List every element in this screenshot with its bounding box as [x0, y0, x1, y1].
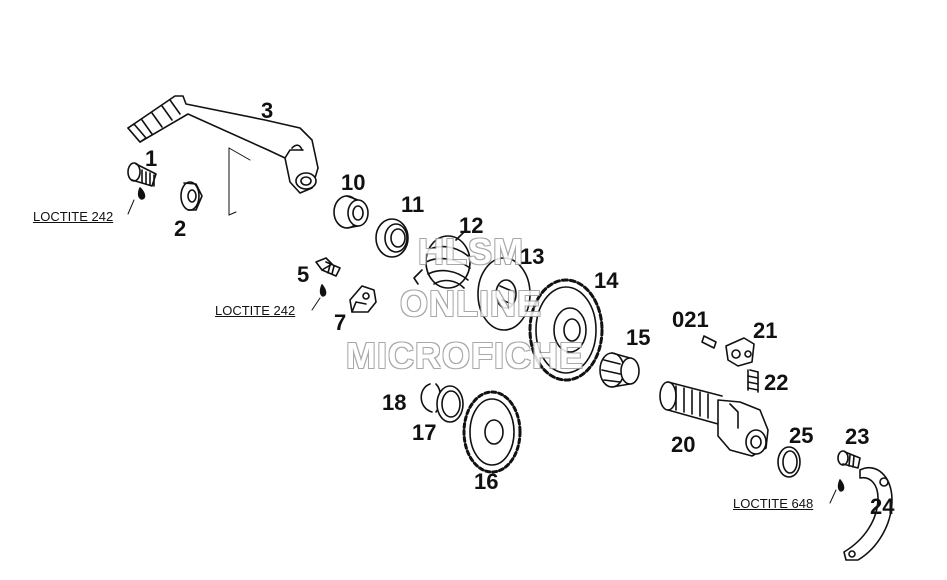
part-label-11: 11 [401, 192, 425, 217]
part-label-20: 20 [671, 432, 696, 457]
bolt-5-drawing [315, 257, 341, 297]
part-label-5: 5 [297, 262, 310, 287]
alignment-lines [228, 147, 251, 216]
part-label-12: 12 [459, 213, 484, 238]
part-label-23: 23 [845, 424, 870, 449]
gear-16-drawing [462, 390, 522, 474]
part-label-21: 21 [753, 318, 778, 343]
ratchet-21-drawing [725, 337, 755, 367]
part-label-3: 3 [261, 98, 274, 123]
part-label-13: 13 [520, 244, 545, 269]
watermark-line2: ONLINE [400, 283, 543, 324]
kickstart-lever-drawing [127, 95, 319, 194]
watermark-line3: MICROFICHE [346, 335, 584, 376]
needle-bearing-15-drawing [599, 352, 640, 388]
part-label-021: 021 [672, 307, 709, 332]
part-label-1: 1 [145, 146, 158, 171]
part-label-15: 15 [626, 325, 651, 350]
bolt-1-drawing [127, 162, 157, 200]
disc-13-drawing [477, 257, 531, 331]
bracket-7-drawing [349, 285, 377, 313]
loctite-note-5: LOCTITE 242 [215, 303, 296, 318]
part-label-17: 17 [412, 420, 437, 445]
kickstart-shaft-20-drawing [659, 381, 769, 457]
loctite-note-23: LOCTITE 648 [733, 496, 814, 511]
bearing-10-drawing [333, 195, 369, 229]
part-label-14: 14 [594, 268, 619, 293]
leader-lines [127, 199, 837, 504]
watermark-line1: HLSM [418, 231, 524, 272]
loctite-note-1: LOCTITE 242 [33, 209, 114, 224]
spring-12-drawing [413, 231, 471, 289]
part-label-18: 18 [382, 390, 407, 415]
part-label-2: 2 [174, 216, 187, 241]
spring-22-drawing [747, 369, 759, 393]
part-label-7: 7 [334, 310, 347, 335]
part-label-25: 25 [789, 423, 814, 448]
guide-plate-24-drawing [843, 467, 893, 561]
seal-11-drawing [375, 218, 409, 258]
part-label-24: 24 [870, 494, 895, 519]
o-ring-25-drawing [777, 446, 801, 478]
bolt-23-drawing [837, 450, 861, 492]
pin-021-drawing [701, 335, 717, 349]
part-label-10: 10 [341, 170, 366, 195]
part-label-22: 22 [764, 370, 789, 395]
part-label-16: 16 [474, 469, 499, 494]
washer-17-drawing [436, 385, 464, 423]
gear-14-drawing [528, 278, 604, 382]
washer-2-drawing [180, 181, 203, 211]
